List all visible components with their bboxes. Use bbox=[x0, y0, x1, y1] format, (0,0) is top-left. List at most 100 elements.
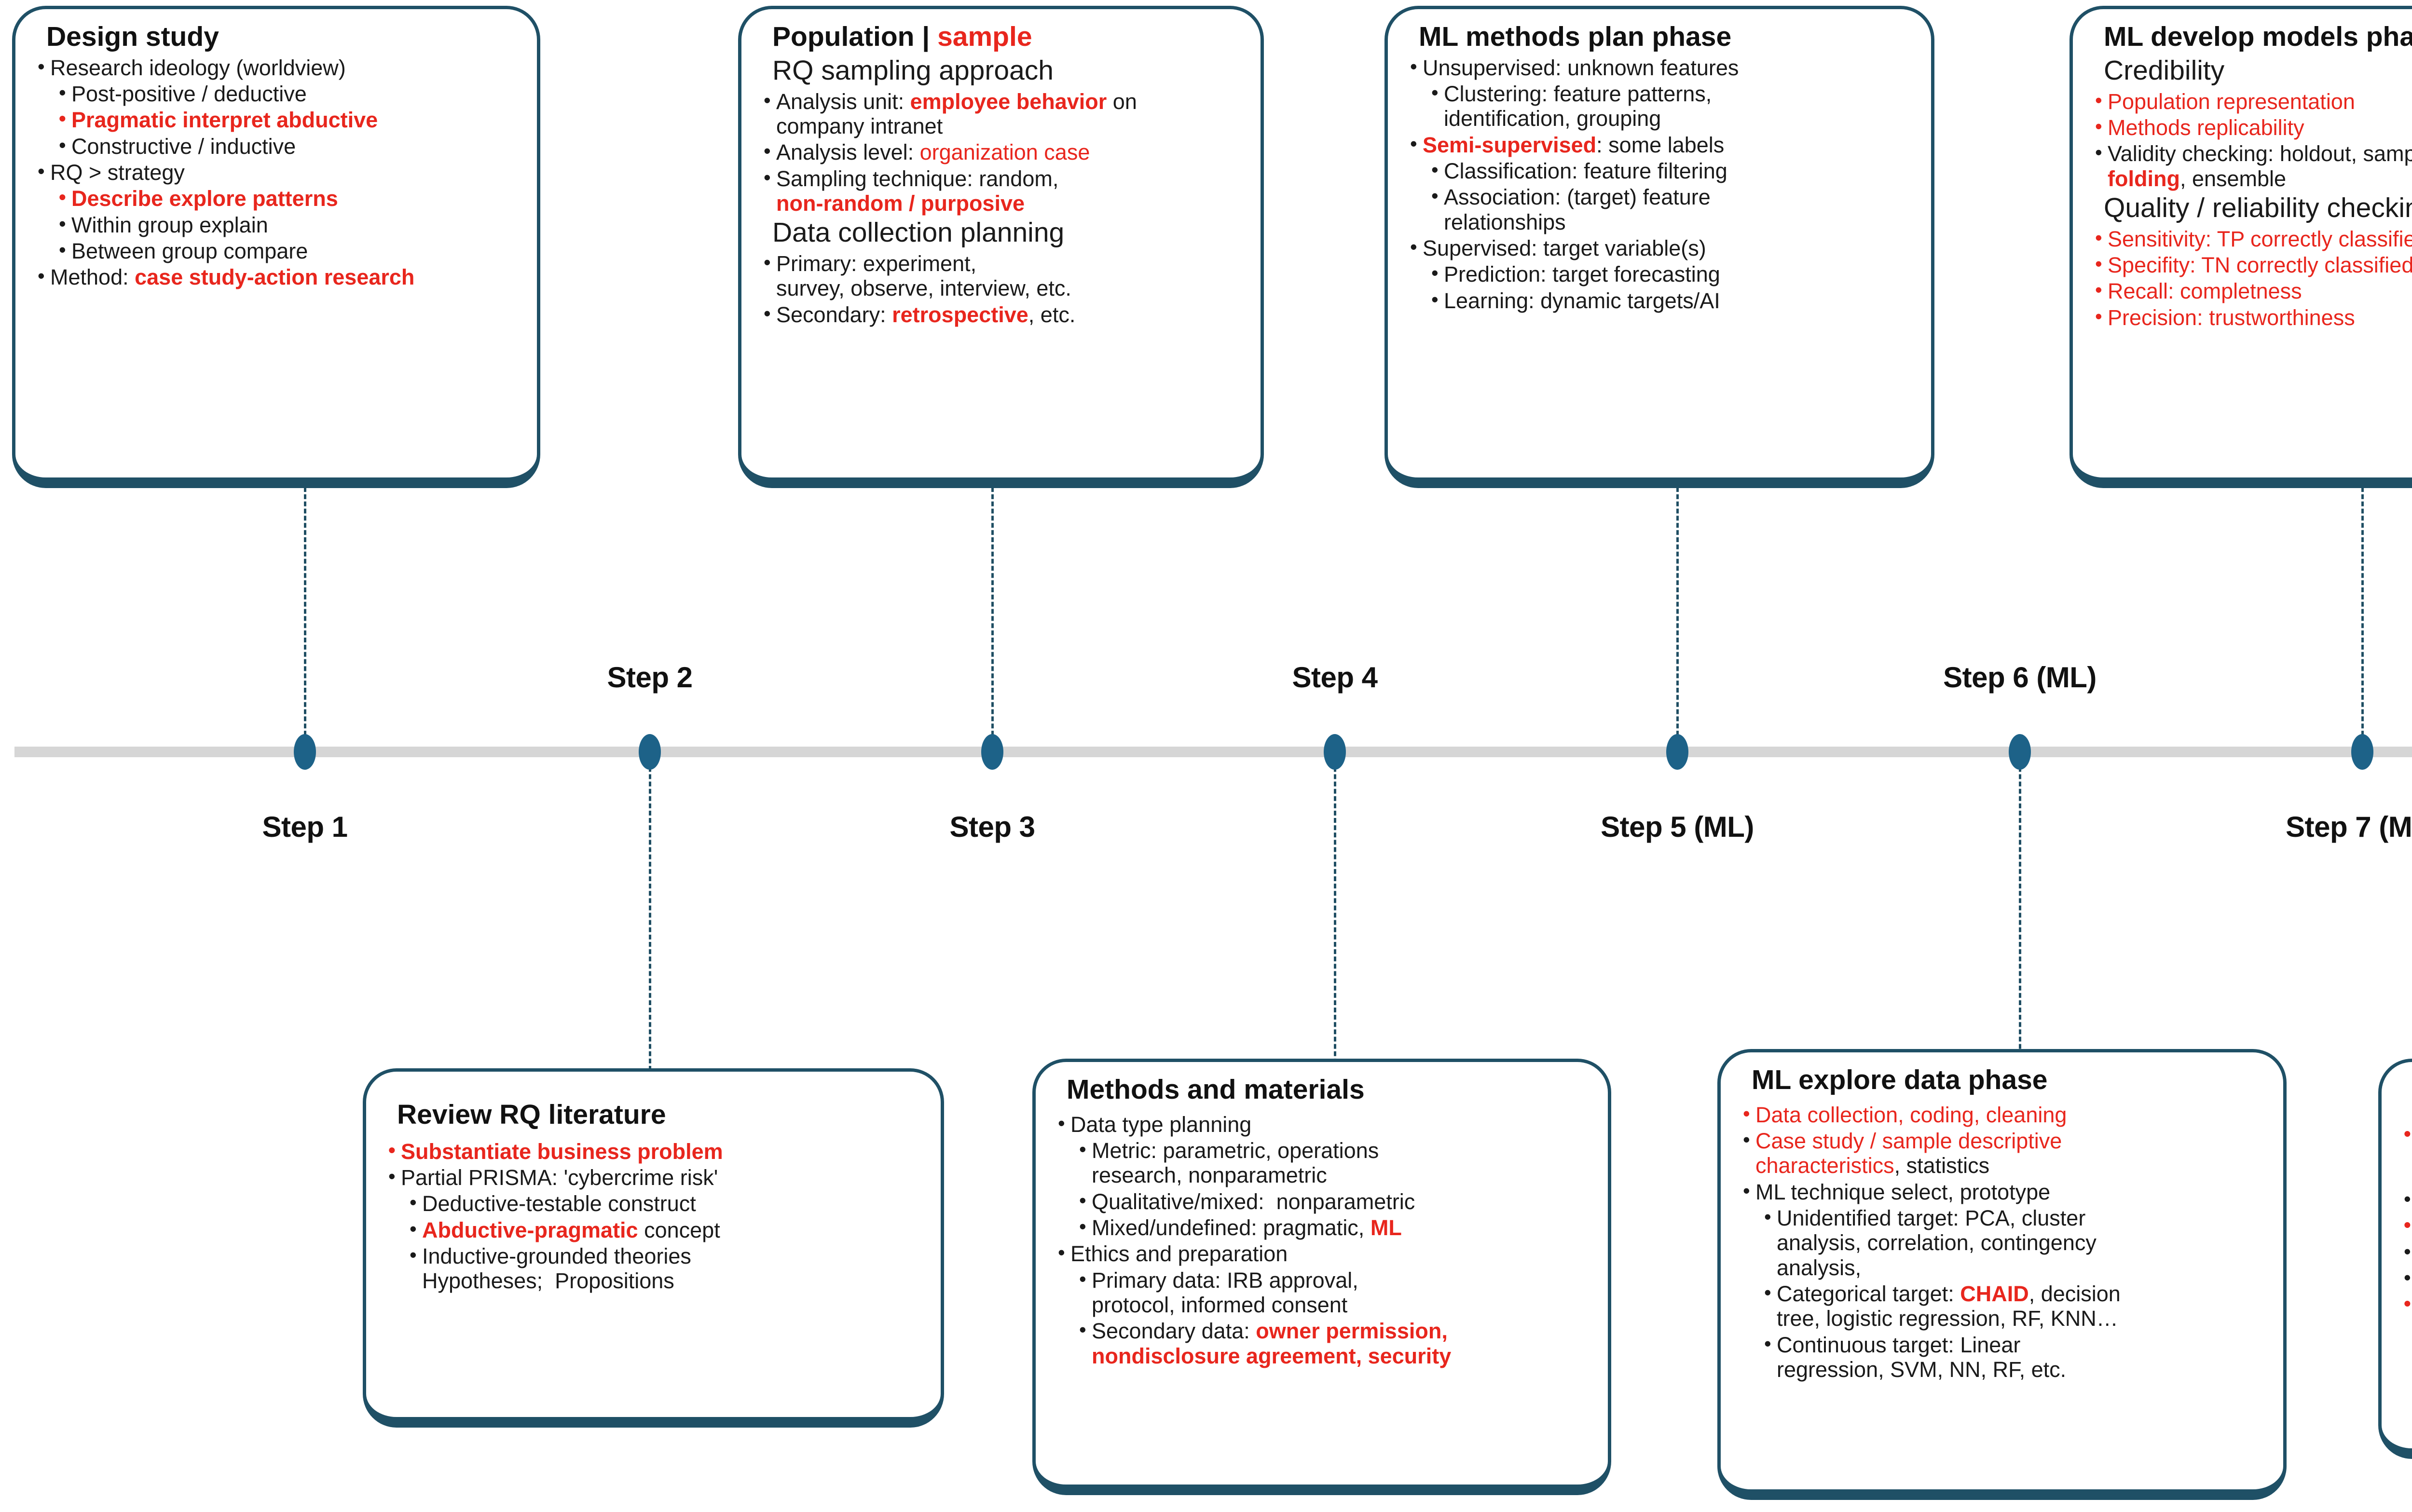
list-item: Abductive-pragmatic concept bbox=[410, 1217, 926, 1242]
list-item: Specifity: TN correctly classified bbox=[2095, 252, 2412, 277]
step-label-1: Step 1 bbox=[262, 811, 348, 843]
list-item: Book chapter bbox=[2404, 1266, 2412, 1291]
list-item: Prediction: target forecasting bbox=[1431, 261, 1917, 286]
connector-step-4 bbox=[1334, 752, 1336, 1071]
step-label-7: Step 7 (ML) bbox=[2286, 811, 2412, 843]
list-item: Partial PRISMA: 'cybercrime risk' bbox=[388, 1165, 926, 1190]
card-list-disseminate-findings: Media, online, etc. Informal peer group … bbox=[2404, 1187, 2412, 1317]
list-item: Data collection, coding, cleaning bbox=[1743, 1102, 2269, 1127]
card-subtitle-credibility: Credibility bbox=[2104, 54, 2225, 86]
list-item: Clustering: feature patterns,identificat… bbox=[1431, 81, 1917, 131]
list-item: Research ideology (worldview) bbox=[38, 55, 522, 80]
card-ml-explore-data[interactable]: ML explore data phase Data collection, c… bbox=[1717, 1049, 2287, 1500]
list-item: Media, online, etc. bbox=[2404, 1187, 2412, 1212]
list-item: Deductive-testable construct bbox=[410, 1191, 926, 1216]
card-title-ml-develop-models: ML develop models phase bbox=[2104, 21, 2412, 52]
card-title-review-rq-literature: Review RQ literature bbox=[397, 1099, 666, 1130]
card-list-ml-explore-data: Data collection, coding, cleaning Case s… bbox=[1743, 1102, 2269, 1382]
list-item: Secondary data: owner permission,nondisc… bbox=[1079, 1318, 1593, 1368]
list-item: Supervised: target variable(s) bbox=[1410, 235, 1917, 260]
list-item: Within group explain bbox=[59, 212, 522, 237]
list-item: Primary data: IRB approval,protocol, inf… bbox=[1079, 1267, 1593, 1318]
card-subtitle-data-collection: Data collection planning bbox=[772, 217, 1065, 248]
card-document-research-study[interactable]: Document research study Quality assuranc… bbox=[2378, 1059, 2412, 1459]
list-item: Conference bbox=[2404, 1240, 2412, 1265]
list-item: Methods replicability bbox=[2095, 115, 2412, 140]
card-list-rq-sampling: Analysis unit: employee behavior oncompa… bbox=[764, 89, 1246, 216]
step-label-6: Step 6 (ML) bbox=[1943, 661, 2097, 694]
list-item: Metric: parametric, operationsresearch, … bbox=[1079, 1138, 1593, 1188]
timeline-axis bbox=[14, 747, 2412, 757]
list-item: Secondary: retrospective, etc. bbox=[764, 302, 1246, 327]
card-ml-methods-plan[interactable]: ML methods plan phase Unsupervised: unkn… bbox=[1384, 6, 1934, 488]
list-item: RQ > strategy bbox=[38, 160, 522, 185]
list-item: Between group compare bbox=[59, 238, 522, 263]
list-item: Qualitative/mixed: nonparametric bbox=[1079, 1189, 1593, 1214]
list-item: Case study / sample descriptivecharacter… bbox=[1743, 1128, 2269, 1178]
connector-step-2 bbox=[649, 752, 651, 1071]
list-item: Categorical target: CHAID, decisiontree,… bbox=[1764, 1281, 2269, 1331]
timeline-node-step-7[interactable] bbox=[2351, 734, 2373, 770]
list-item: Analysis unit: employee behavior oncompa… bbox=[764, 89, 1246, 139]
card-population-sample[interactable]: Population | sample RQ sampling approach… bbox=[738, 6, 1264, 488]
list-item: Population representation bbox=[2095, 89, 2412, 114]
list-item: Journal bbox=[2404, 1292, 2412, 1317]
list-item: Sampling technique: random,non-random / … bbox=[764, 166, 1246, 216]
list-item: Pragmatic interpret abductive bbox=[59, 107, 522, 132]
list-item: Unidentified target: PCA, clusteranalysi… bbox=[1764, 1205, 2269, 1280]
list-item: Unsupervised: unknown features bbox=[1410, 55, 1917, 80]
card-list-ml-methods-plan: Unsupervised: unknown features Clusterin… bbox=[1410, 55, 1917, 313]
timeline-node-step-2[interactable] bbox=[639, 734, 661, 770]
list-item: Association: (target) featurerelationshi… bbox=[1431, 184, 1917, 234]
card-review-rq-literature[interactable]: Review RQ literature Substantiate busine… bbox=[363, 1068, 944, 1428]
connector-step-5 bbox=[1676, 487, 1679, 743]
list-item: Classification: feature filtering bbox=[1431, 158, 1917, 183]
list-item: Learning: dynamic targets/AI bbox=[1431, 287, 1917, 313]
timeline-node-step-5[interactable] bbox=[1666, 734, 1688, 770]
connector-step-7 bbox=[2361, 487, 2364, 743]
card-title-ml-methods-plan: ML methods plan phase bbox=[1419, 21, 1732, 52]
list-item: Precision: trustworthiness bbox=[2095, 305, 2412, 330]
card-title-methods-and-materials: Methods and materials bbox=[1067, 1074, 1365, 1105]
card-list-review-rq-literature: Substantiate business problem Partial PR… bbox=[388, 1139, 926, 1294]
timeline-node-step-3[interactable] bbox=[981, 734, 1003, 770]
list-item: Data type planning bbox=[1058, 1112, 1593, 1137]
card-design-study[interactable]: Design study Research ideology (worldvie… bbox=[12, 6, 540, 488]
card-subtitle-rq-sampling: RQ sampling approach bbox=[772, 54, 1054, 86]
card-list-design-study: Research ideology (worldview) Post-posit… bbox=[38, 55, 522, 290]
card-list-quality-reliability: Sensitivity: TP correctly classified Spe… bbox=[2095, 226, 2412, 330]
timeline-node-step-1[interactable] bbox=[294, 734, 316, 770]
list-item: Ethics and preparation bbox=[1058, 1241, 1593, 1266]
step-label-4: Step 4 bbox=[1292, 661, 1378, 694]
list-item: Post-positive / deductive bbox=[59, 81, 522, 106]
list-item: Recall: completness bbox=[2095, 278, 2412, 303]
card-list-document-qa: Quality assurance, reviews bbox=[2404, 1122, 2412, 1147]
list-item: Describe explore patterns bbox=[59, 186, 522, 211]
step-label-2: Step 2 bbox=[607, 661, 693, 694]
list-item: Semi-supervised: some labels bbox=[1410, 132, 1917, 157]
step-label-3: Step 3 bbox=[949, 811, 1035, 843]
list-item: ML technique select, prototype bbox=[1743, 1179, 2269, 1204]
step-label-5: Step 5 (ML) bbox=[1601, 811, 1754, 843]
list-item: Validity checking: holdout, sampling,fol… bbox=[2095, 141, 2412, 191]
card-methods-and-materials[interactable]: Methods and materials Data type planning… bbox=[1032, 1059, 1611, 1495]
timeline-node-step-4[interactable] bbox=[1324, 734, 1346, 770]
list-item: Constructive / inductive bbox=[59, 134, 522, 159]
list-item: Primary: experiment,survey, observe, int… bbox=[764, 251, 1246, 301]
connector-step-6 bbox=[2019, 752, 2021, 1071]
list-item: Mixed/undefined: pragmatic, ML bbox=[1079, 1215, 1593, 1240]
card-list-methods-and-materials: Data type planning Metric: parametric, o… bbox=[1058, 1112, 1593, 1368]
connector-step-3 bbox=[991, 487, 994, 743]
list-item: Substantiate business problem bbox=[388, 1139, 926, 1164]
card-ml-develop-models[interactable]: ML develop models phase Credibility Popu… bbox=[2069, 6, 2412, 488]
timeline-node-step-6[interactable] bbox=[2009, 734, 2031, 770]
card-list-credibility: Population representation Methods replic… bbox=[2095, 89, 2412, 191]
list-item: Quality assurance, reviews bbox=[2404, 1122, 2412, 1147]
list-item: Informal peer group bbox=[2404, 1213, 2412, 1239]
card-title-population-sample: Population | sample bbox=[772, 21, 1032, 52]
card-subtitle-quality-reliability: Quality / reliability checking bbox=[2104, 192, 2412, 223]
card-list-data-collection: Primary: experiment,survey, observe, int… bbox=[764, 251, 1246, 327]
